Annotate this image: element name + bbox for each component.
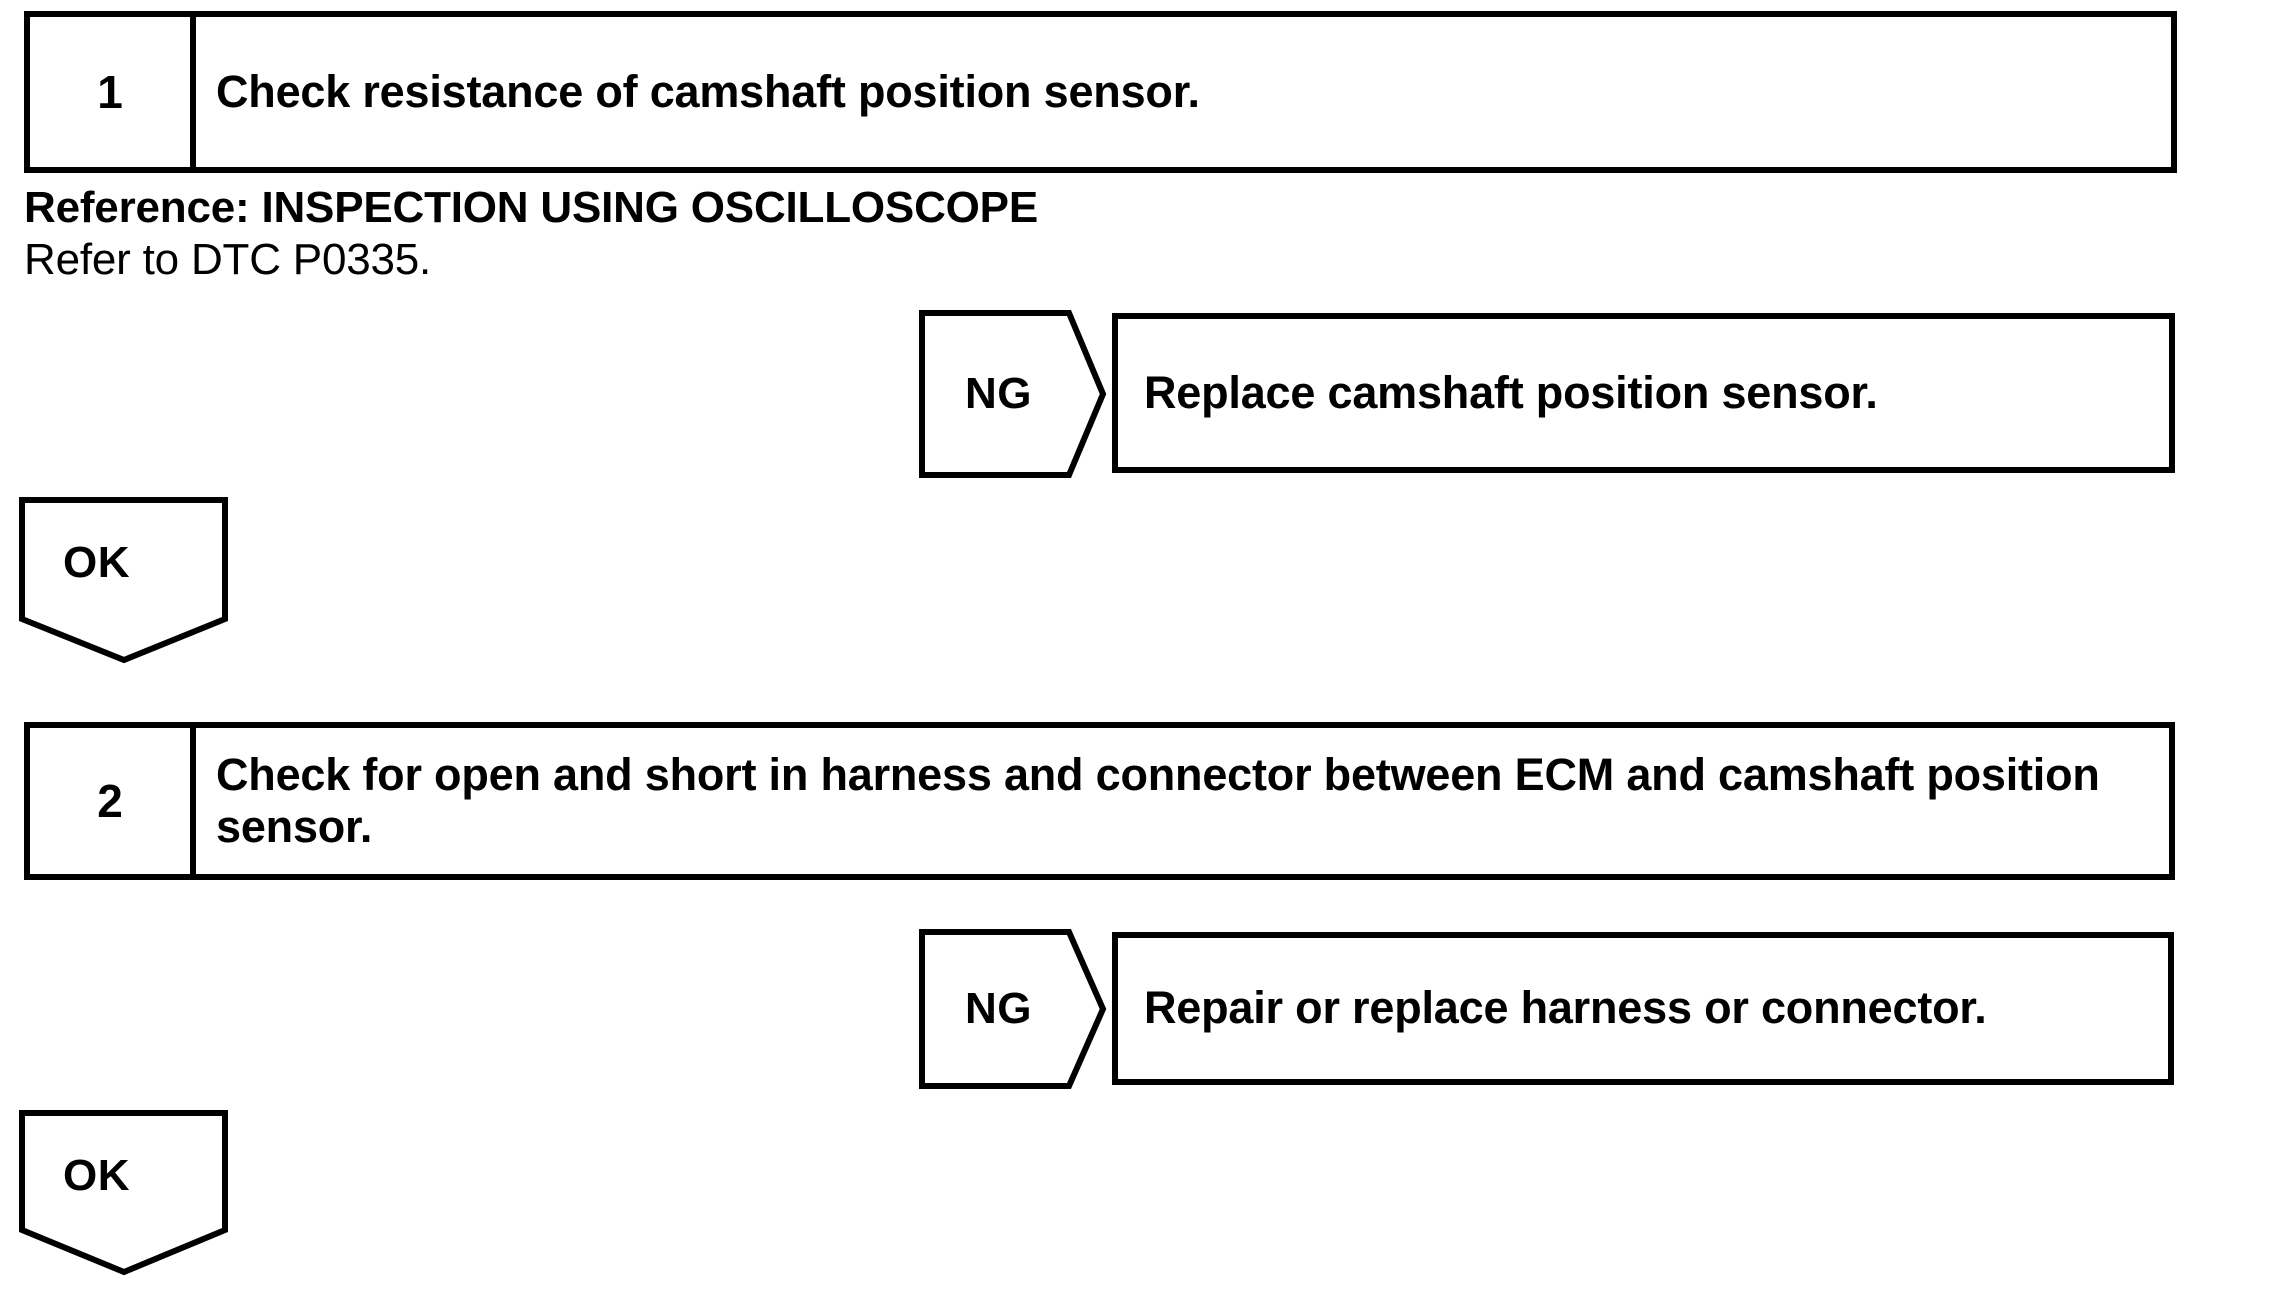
step-text-1: Check resistance of camshaft position se…	[216, 65, 1200, 117]
step-box-2: 2 Check for open and short in harness an…	[24, 722, 2175, 880]
step-text-2: Check for open and short in harness and …	[216, 748, 2100, 852]
ok-arrow-2: OK	[19, 1110, 231, 1278]
step-number-1: 1	[30, 17, 196, 167]
reference-heading: Reference: INSPECTION USING OSCILLOSCOPE	[24, 183, 1038, 232]
step-number-2: 2	[30, 728, 196, 874]
ng-arrow-1: NG	[919, 310, 1109, 478]
ng-arrow-2: NG	[919, 929, 1109, 1089]
step-box-1: 1 Check resistance of camshaft position …	[24, 11, 2177, 173]
ng-arrow-1-shape	[919, 310, 1107, 478]
result-box-2: Repair or replace harness or connector.	[1112, 932, 2174, 1085]
result-box-1: Replace camshaft position sensor.	[1112, 313, 2175, 473]
ng-arrow-1-label: NG	[965, 369, 1032, 418]
ng-arrow-2-shape	[919, 929, 1107, 1089]
ok-arrow-2-shape	[19, 1110, 228, 1276]
ok-arrow-1-shape	[19, 497, 228, 664]
ok-arrow-1-label: OK	[63, 538, 130, 587]
ok-arrow-2-label: OK	[63, 1151, 130, 1200]
ok-arrow-1: OK	[19, 497, 231, 665]
ng-arrow-2-label: NG	[965, 984, 1032, 1033]
reference-body: Refer to DTC P0335.	[24, 235, 432, 284]
